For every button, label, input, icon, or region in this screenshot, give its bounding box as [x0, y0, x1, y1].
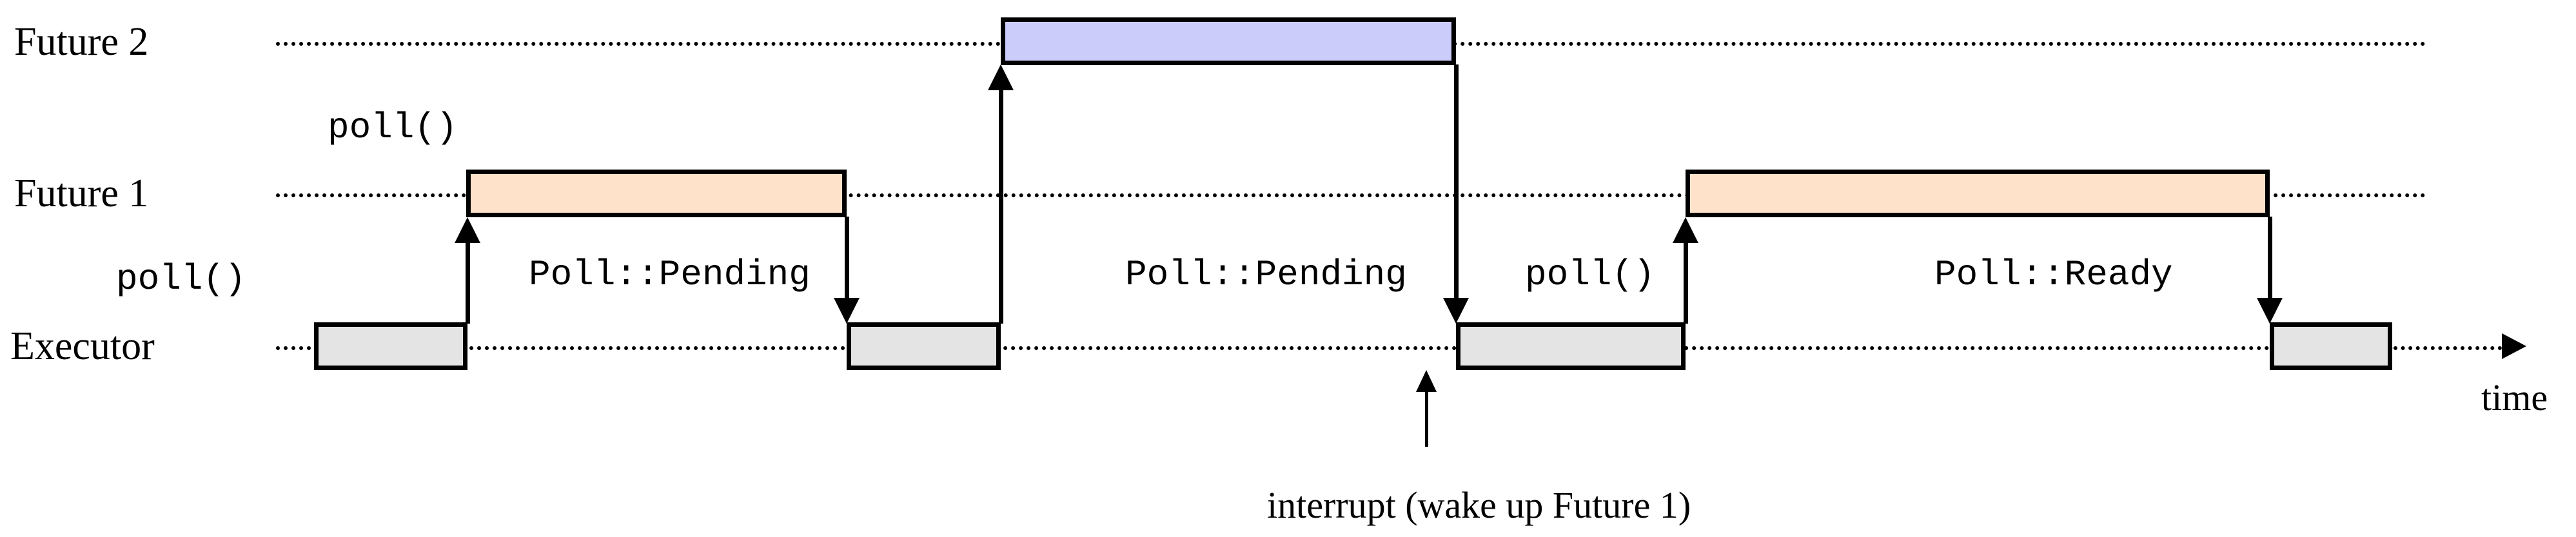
executor-activity-box-3: [1456, 322, 1686, 370]
call-arrow-2-shaft: [999, 70, 1003, 324]
future2-activity-box-1: [1001, 17, 1456, 65]
lane-label-future-1: Future 1: [14, 171, 149, 215]
call-label-poll-2: poll(): [328, 107, 458, 148]
call-label-poll-1: poll(): [116, 259, 246, 300]
lane-label-executor: Executor: [10, 324, 155, 368]
interrupt-annotation-label: interrupt (wake up Future 1): [1267, 484, 1691, 526]
call-arrow-2-head-icon: [988, 64, 1014, 90]
call-arrow-1-shaft: [466, 222, 470, 324]
call-label-poll-3: poll(): [1525, 254, 1655, 295]
lane-line-executor: [276, 346, 2394, 350]
return-arrow-1-head-icon: [834, 298, 860, 324]
return-label-pending-1: Poll::Pending: [529, 254, 811, 295]
return-arrow-1-shaft: [845, 217, 849, 299]
return-label-ready: Poll::Ready: [1934, 254, 2173, 295]
lane-line-future-1: [276, 193, 2426, 197]
return-arrow-2-head-icon: [1443, 298, 1469, 324]
call-arrow-1-head-icon: [455, 217, 480, 243]
executor-activity-box-4: [2270, 322, 2392, 370]
future1-activity-box-2: [1686, 170, 2270, 217]
return-arrow-2-shaft: [1454, 64, 1459, 299]
return-label-pending-2: Poll::Pending: [1125, 254, 1407, 295]
return-arrow-3-head-icon: [2257, 298, 2283, 324]
interrupt-arrow-shaft: [1425, 390, 1428, 447]
time-axis-arrowhead-icon: [2502, 333, 2526, 359]
lane-label-future-2: Future 2: [14, 20, 149, 64]
executor-activity-box-1: [314, 322, 467, 370]
call-arrow-3-head-icon: [1673, 217, 1698, 243]
interrupt-arrow-head-icon: [1416, 370, 1437, 392]
time-axis-label: time: [2481, 376, 2548, 418]
return-arrow-3-shaft: [2268, 217, 2272, 299]
call-arrow-3-shaft: [1684, 222, 1688, 324]
future1-activity-box-1: [466, 170, 847, 217]
executor-activity-box-2: [847, 322, 1001, 370]
time-axis-dots: [2394, 346, 2502, 350]
